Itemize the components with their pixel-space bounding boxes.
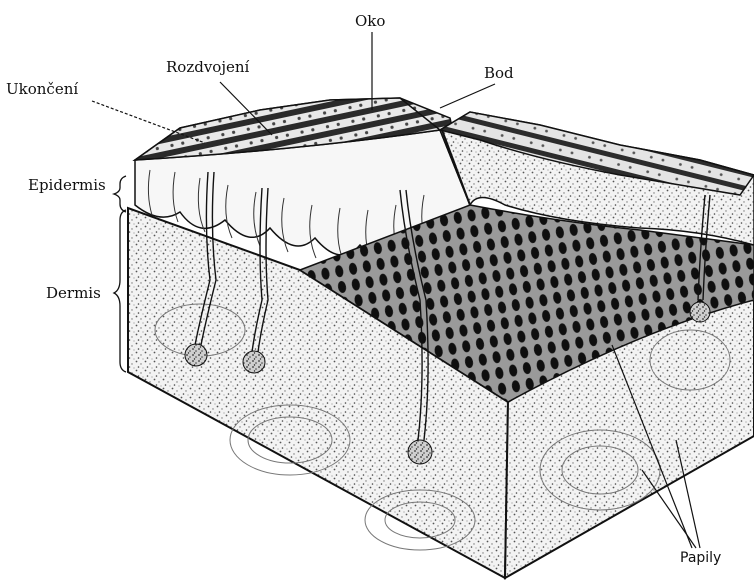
label-oko: Oko — [355, 12, 385, 30]
label-papily: Papily — [680, 549, 721, 567]
bod-leader — [440, 84, 495, 108]
ukonceni-leader — [92, 101, 205, 143]
label-bod: Bod — [484, 64, 514, 82]
label-rozdvojeni: Rozdvojení — [166, 58, 249, 76]
label-ukonceni: Ukončení — [6, 80, 78, 98]
dermis-brace — [114, 210, 126, 372]
label-dermis: Dermis — [46, 284, 101, 302]
label-epidermis: Epidermis — [28, 176, 106, 194]
epidermis-brace — [114, 176, 126, 212]
